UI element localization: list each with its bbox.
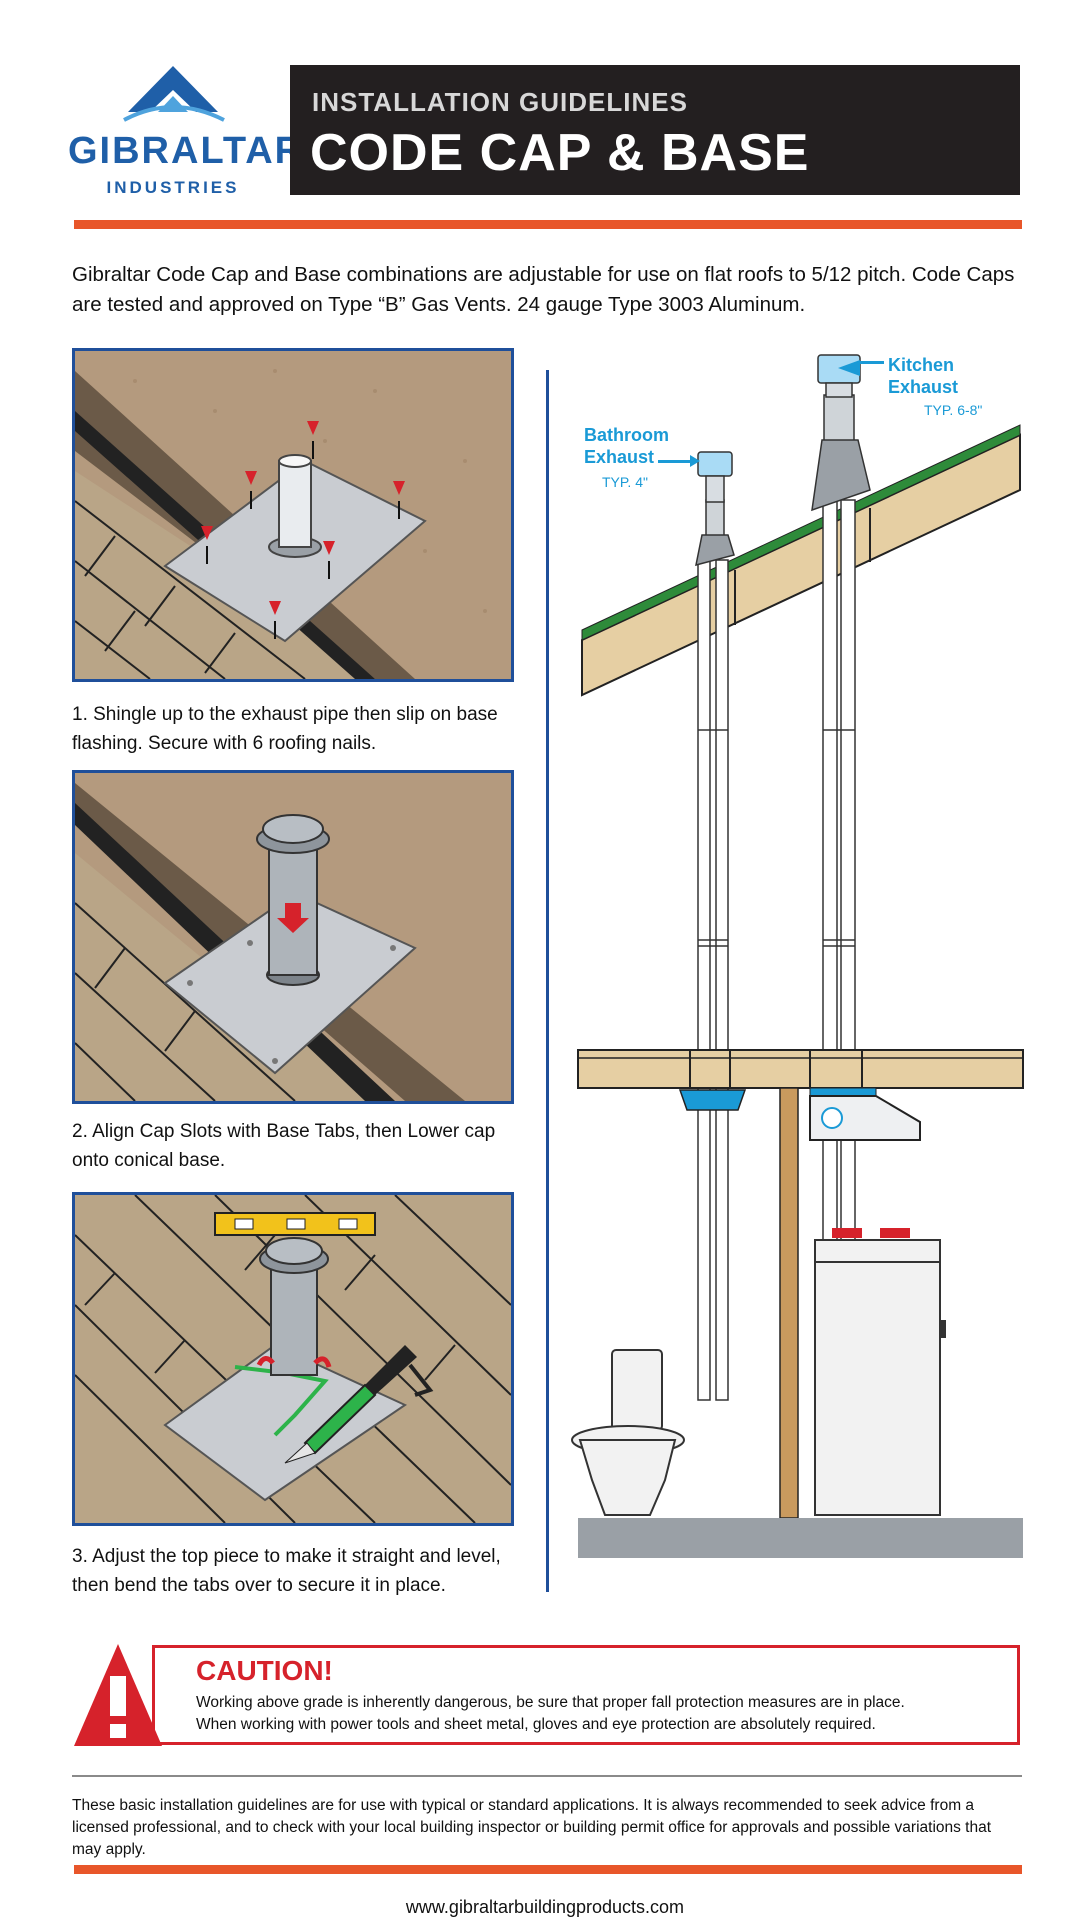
company-logo: GIBRALTAR INDUSTRIES xyxy=(68,60,305,200)
mountain-logo-icon xyxy=(123,66,225,122)
page-title: CODE CAP & BASE xyxy=(310,124,810,182)
step-2-illustration xyxy=(72,770,514,1104)
bathroom-arrow-line xyxy=(658,460,692,463)
footer-divider xyxy=(72,1775,1022,1777)
title-banner: INSTALLATION GUIDELINES CODE CAP & BASE xyxy=(290,65,1020,195)
logo-subtitle: INDUSTRIES xyxy=(106,178,240,197)
caution-title: CAUTION! xyxy=(196,1655,333,1686)
caution-text: Working above grade is inherently danger… xyxy=(196,1692,996,1736)
header-divider xyxy=(74,220,1022,229)
intro-paragraph: Gibraltar Code Cap and Base combinations… xyxy=(72,263,1015,316)
kitchen-typ-size: TYP. 6-8" xyxy=(924,402,983,418)
step-2-text: 2. Align Cap Slots with Base Tabs, then … xyxy=(72,1121,496,1171)
kitchen-label-line-1: Kitchen xyxy=(888,355,955,375)
kitchen-arrow-line xyxy=(860,361,884,364)
page-kicker: INSTALLATION GUIDELINES xyxy=(312,87,688,117)
house-cross-section-illustration: Kitchen Exhaust TYP. 6-8" Bathroom Exhau… xyxy=(570,340,1030,1600)
logo-name: GIBRALTAR xyxy=(68,130,305,172)
bathroom-typ-size: TYP. 4" xyxy=(602,474,648,490)
caution-box xyxy=(152,1645,1020,1745)
caution-line-2: When working with power tools and sheet … xyxy=(196,1716,876,1733)
kitchen-label-line-2: Exhaust xyxy=(888,377,959,397)
bathroom-label-line-1: Bathroom xyxy=(584,425,669,445)
bathroom-label-line-2: Exhaust xyxy=(584,447,655,467)
step-3-illustration xyxy=(72,1192,514,1526)
website-link[interactable]: www.gibraltarbuildingproducts.com xyxy=(405,1897,685,1917)
caution-line-1: Working above grade is inherently danger… xyxy=(196,1694,905,1711)
warning-triangle-icon xyxy=(72,1640,164,1750)
bathroom-exhaust-label: Bathroom Exhaust xyxy=(584,424,669,468)
disclaimer-text: These basic installation guidelines are … xyxy=(72,1797,992,1858)
step-1-text: 1. Shingle up to the exhaust pipe then s… xyxy=(72,704,498,754)
kitchen-exhaust-label: Kitchen Exhaust xyxy=(888,354,958,398)
footer-bar xyxy=(74,1865,1022,1874)
column-divider xyxy=(546,370,549,1592)
step-1-illustration xyxy=(72,348,514,682)
step-3-text: 3. Adjust the top piece to make it strai… xyxy=(72,1546,501,1596)
bathroom-arrow-icon xyxy=(690,455,700,467)
